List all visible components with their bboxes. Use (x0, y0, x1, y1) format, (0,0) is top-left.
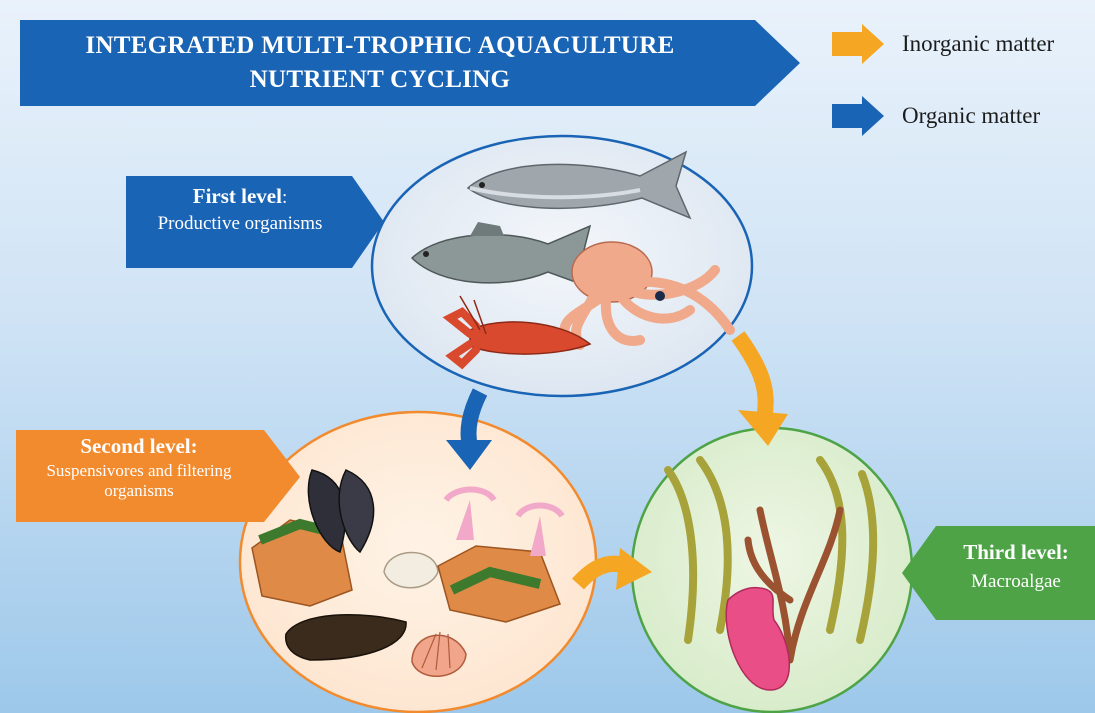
second-level-tag: Second level: Suspensivores and filterin… (16, 434, 262, 501)
second-level-subtitle-line-1: Suspensivores and filtering (16, 461, 262, 481)
first-level-colon: : (282, 187, 287, 208)
second-level-subtitle-line-2: organisms (16, 481, 262, 501)
first-level-tag: First level: Productive organisms (126, 184, 354, 235)
third-level-tag: Third level: Macroalgae (940, 540, 1092, 593)
first-level-title: First level (193, 184, 282, 208)
second-level-title: Second level: (16, 434, 262, 459)
third-level-subtitle: Macroalgae (940, 571, 1092, 593)
clam-icon (384, 553, 438, 588)
first-level-subtitle: Productive organisms (126, 213, 354, 235)
third-level-title: Third level: (940, 540, 1092, 565)
rock-right-icon (438, 546, 560, 622)
